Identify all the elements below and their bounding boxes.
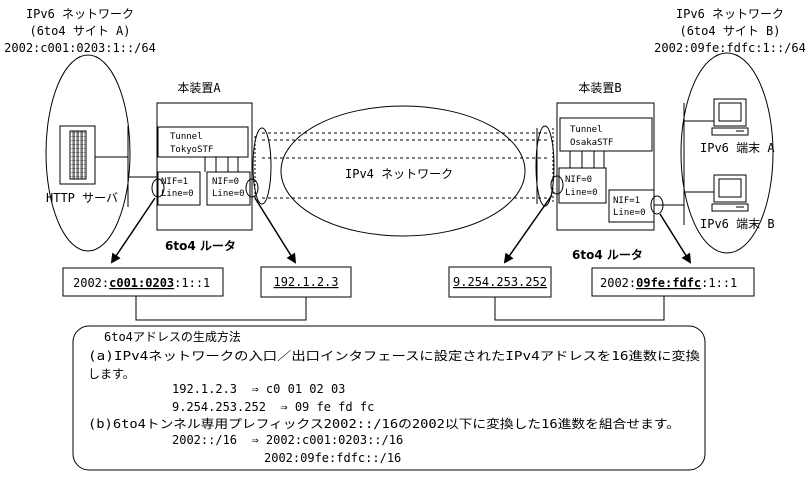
interface-b-outer [550,175,564,195]
addr-a4: 192.1.2.3 [273,275,338,289]
device-a-line1: Line=0 [161,189,194,199]
device-b-nif2: NIF=1 [613,196,640,206]
addr-a6: 2002:c001:0203:1::1 [73,276,210,290]
addr-b4: 9.254.253.252 [453,275,547,289]
http-server-icon [59,125,96,185]
device-b-tunnel-box [559,117,653,152]
device-a-line2: Line=0 [212,189,245,199]
connector-b [494,296,665,321]
site-a-title: IPv6 ネットワーク [26,7,134,21]
device-a-nif2-box [206,171,251,206]
router-a-label: 6to4 ルータ [165,239,236,253]
arrow-to-addr-a4 [254,197,297,264]
device-a-title: 本装置A [177,81,221,95]
note-title: 6to4アドレスの生成方法 [104,329,241,344]
explanation-box [72,325,706,471]
router-b-label: 6to4 ルータ [572,248,643,262]
device-a-tunnel-box [157,126,249,158]
interface-a-inner [151,178,165,198]
site-a-ellipse [45,54,131,252]
device-b-nif1: NIF=0 [565,175,592,185]
terminal-a-label: IPv6 端末 A [700,141,775,155]
device-a-tunnel-name: TokyoSTF [170,145,213,155]
note-conv-3: 2002::/16 ⇒ 2002:c001:0203::/16 [172,433,403,447]
device-b-tunnel-label: Tunnel [570,125,603,135]
pc-terminal-b-icon [711,174,749,212]
device-b-nif2-box [608,189,655,223]
note-line-a: (a)IPv4ネットワークの入口／出口インタフェースに設定されたIPv4アドレス… [88,348,700,363]
device-b-tunnel-name: OsakaSTF [570,138,613,148]
addr-a6-box [62,267,224,297]
http-server-label: HTTP サーバ [46,191,118,205]
device-b-title: 本装置B [578,81,621,95]
site-b-prefix: 2002:09fe:fdfc:1::/64 [654,41,806,55]
note-line-b: (b)6to4トンネル専用プレフィックス2002::/16の2002以下に変換し… [88,416,680,431]
device-b-line1: Line=0 [565,188,598,198]
addr-b6-box [591,267,755,297]
site-b-subtitle: (6to4 サイト B) [679,24,780,38]
device-b-line2: Line=0 [613,208,646,218]
note-conv-4: 2002:09fe:fdfc::/16 [264,451,401,465]
addr-b6: 2002:09fe:fdfc:1::1 [600,276,737,290]
note-line-a2: します。 [88,367,135,381]
interface-a-outer [245,178,259,198]
device-a-nif2: NIF=0 [212,177,239,187]
tunnel-end-a [252,127,272,205]
site-a-prefix: 2002:c001:0203:1::/64 [4,41,156,55]
connector-a [135,296,307,321]
addr-a4-box [260,266,352,298]
arrow-to-addr-b4 [503,194,553,264]
site-b-title: IPv6 ネットワーク [676,7,784,21]
arrow-to-addr-b6 [659,213,692,264]
device-a-nif1-box [157,171,201,206]
device-a-tunnel-label: Tunnel [170,132,203,142]
note-conv-2: 9.254.253.252 ⇒ 09 fe fd fc [172,400,374,414]
ipv4-network-label: IPv4 ネットワーク [345,167,453,181]
site-b-ellipse [680,52,774,254]
device-b-nif1-box [558,167,607,204]
arrow-to-addr-a6 [110,197,156,264]
addr-b4-box [448,266,552,298]
terminal-b-label: IPv6 端末 B [700,217,775,231]
tunnel-end-b [535,125,555,207]
note-conv-1: 192.1.2.3 ⇒ c0 01 02 03 [172,382,345,396]
pc-terminal-a-icon [711,98,749,136]
site-a-subtitle: (6to4 サイト A) [29,24,130,38]
ipv4-network-ellipse [280,105,526,237]
device-a-nif1: NIF=1 [161,177,188,187]
